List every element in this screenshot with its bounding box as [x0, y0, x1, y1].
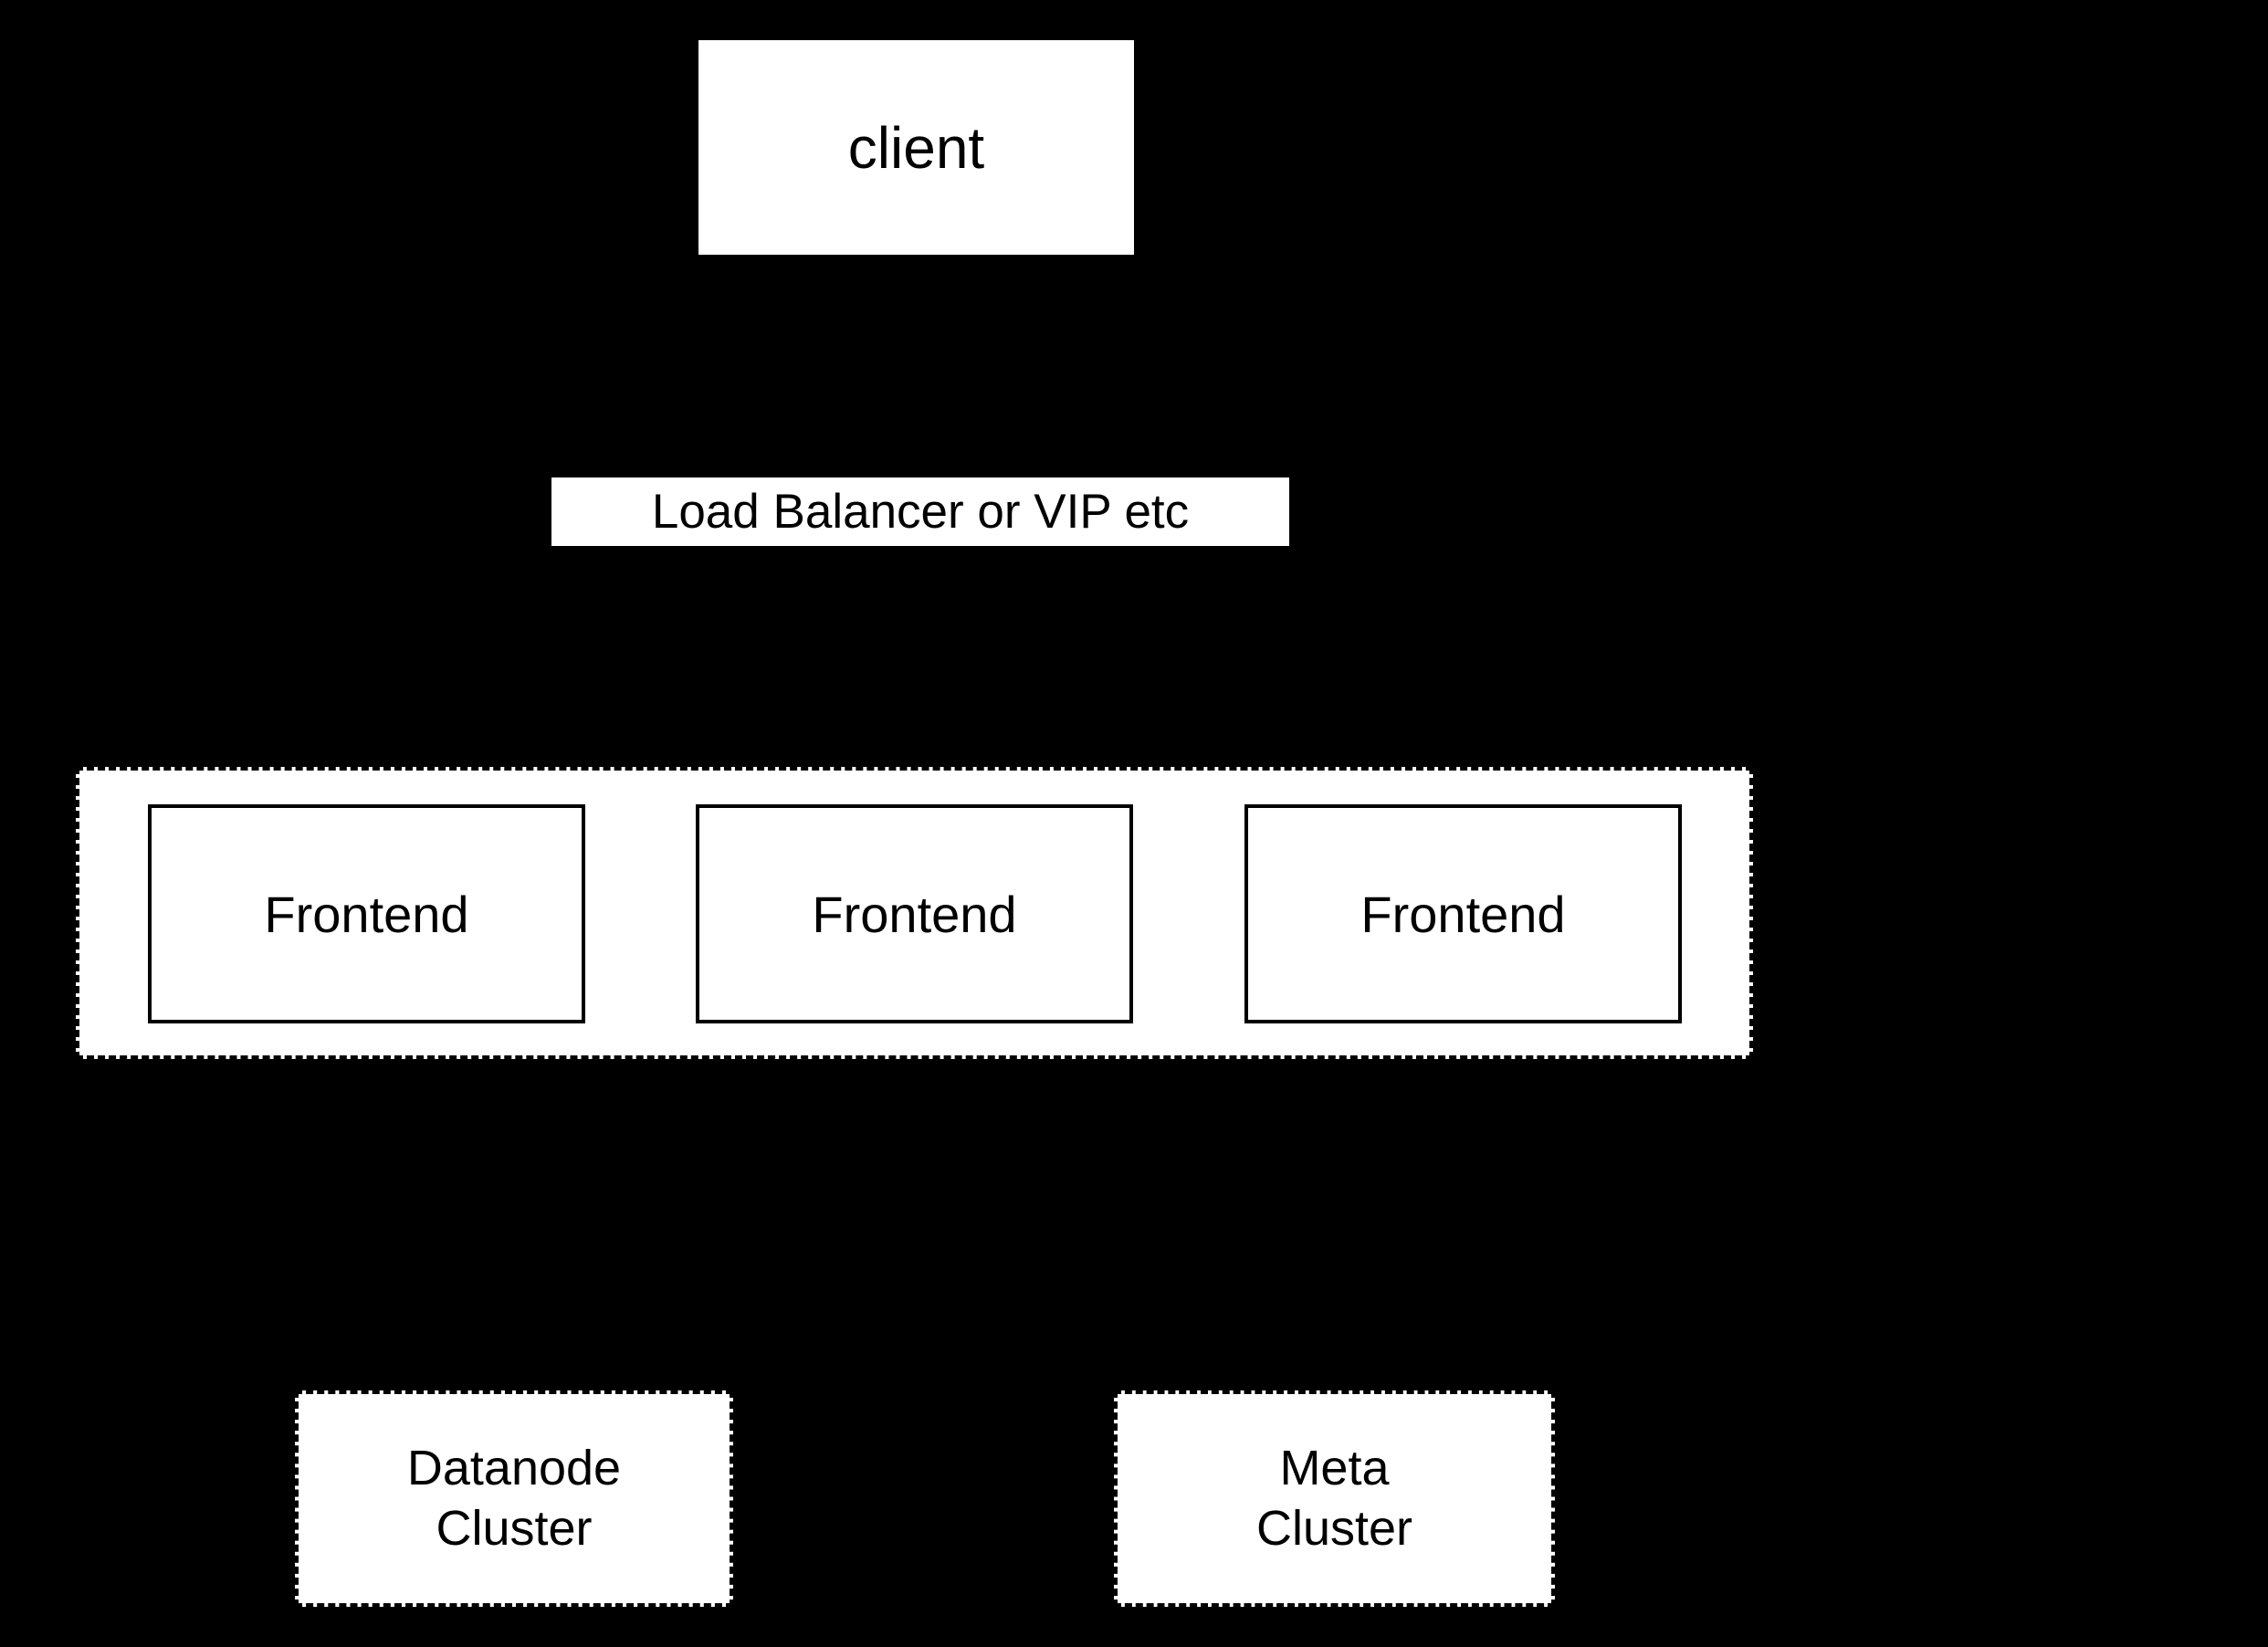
load-balancer-label: Load Balancer or VIP etc [651, 485, 1190, 539]
frontend-label: Frontend [812, 885, 1017, 943]
frontend-node-2: Frontend [696, 804, 1133, 1023]
meta-cluster-label: Meta Cluster [1255, 1440, 1413, 1556]
datanode-cluster-node: Datanode Cluster [295, 1390, 733, 1607]
frontend-group-container: Frontend Frontend Frontend [76, 767, 1753, 1059]
meta-cluster-node: Meta Cluster [1114, 1390, 1555, 1607]
load-balancer-node: Load Balancer or VIP etc [551, 477, 1289, 546]
client-label: client [847, 114, 985, 181]
frontend-node-1: Frontend [148, 804, 585, 1023]
datanode-cluster-label: Datanode Cluster [406, 1440, 622, 1556]
frontend-label: Frontend [1360, 885, 1566, 943]
frontend-node-3: Frontend [1244, 804, 1682, 1023]
client-node: client [698, 40, 1134, 255]
frontend-label: Frontend [264, 885, 469, 943]
